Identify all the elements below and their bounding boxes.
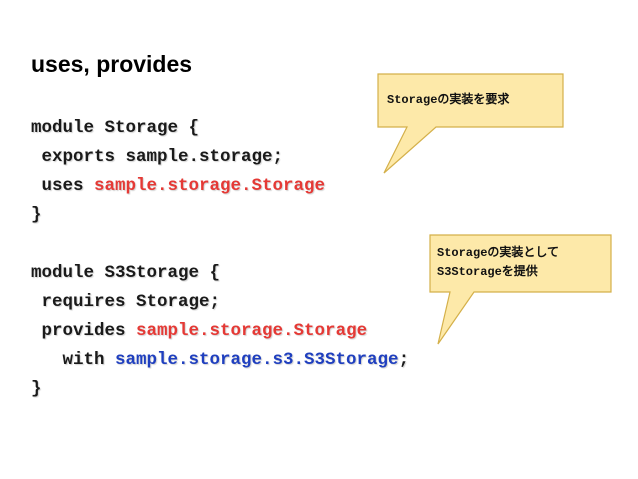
- uses-target-type: sample.storage.Storage: [94, 176, 326, 196]
- code-block: module Storage { exports sample.storage;…: [31, 0, 631, 479]
- code-line-module-s3storage: module S3Storage {: [31, 262, 220, 284]
- closing-brace: }: [31, 205, 42, 225]
- provides-target-type: sample.storage.Storage: [136, 321, 368, 341]
- callout-provides-shape: [429, 234, 612, 345]
- exports-keyword: exports: [31, 147, 126, 167]
- module-storage-declaration: module Storage {: [31, 118, 200, 138]
- uses-keyword: uses: [31, 176, 95, 196]
- code-line-provides: provides sample.storage.Storage: [31, 320, 368, 342]
- provides-keyword: provides: [31, 321, 137, 341]
- callout-uses-text: Storageの実装を要求: [387, 93, 510, 107]
- code-line-module-s3storage-close: }: [31, 378, 42, 400]
- module-s3storage-declaration: module S3Storage {: [31, 263, 221, 283]
- requires-statement: requires Storage;: [31, 292, 221, 312]
- with-keyword: with: [31, 350, 116, 370]
- callout-provides-text-line2: S3Storageを提供: [437, 265, 538, 279]
- with-implementation-type: sample.storage.s3.S3Storage: [115, 350, 399, 370]
- code-line-with: with sample.storage.s3.S3Storage;: [31, 349, 410, 371]
- with-semicolon: ;: [398, 350, 410, 370]
- code-line-module-storage: module Storage {: [31, 117, 199, 139]
- closing-brace: }: [31, 379, 42, 399]
- code-line-requires: requires Storage;: [31, 291, 221, 313]
- callout-provides-text-line1: Storageの実装として: [437, 246, 560, 260]
- exports-package: sample.storage;: [125, 147, 284, 167]
- code-line-uses: uses sample.storage.Storage: [31, 175, 326, 197]
- code-line-module-storage-close: }: [31, 204, 42, 226]
- callout-uses-shape: [377, 73, 564, 174]
- slide-title: uses, provides: [31, 51, 193, 77]
- code-line-exports: exports sample.storage;: [31, 146, 284, 168]
